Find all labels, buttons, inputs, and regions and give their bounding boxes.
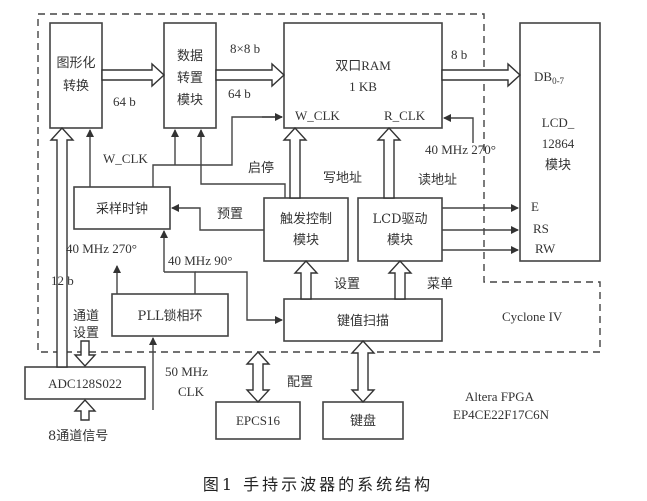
label-w-clk: W_CLK: [103, 151, 148, 166]
label-cyclone-iv: Cyclone IV: [502, 309, 563, 324]
bus-arrow-8ch-input: [73, 398, 97, 421]
bus-arrow-setting: [293, 259, 319, 300]
label-setting: 设置: [334, 277, 360, 292]
epcs16-block: [215, 401, 301, 440]
keyboard-block: [322, 401, 404, 440]
bus-arrow-ram-to-lcd: [441, 62, 522, 88]
data-transpose-label-1: 数据: [177, 49, 203, 64]
label-40mhz-90: 40 MHz 90°: [168, 253, 232, 268]
ram-w-clk-port: W_CLK: [295, 108, 340, 123]
label-8x8b: 8×8 b: [230, 41, 260, 56]
label-start-stop: 启停: [248, 160, 274, 176]
data-transpose-block: [163, 22, 217, 129]
ram-r-clk-port: R_CLK: [384, 108, 426, 123]
bus-arrow-transpose-to-ram: [215, 62, 286, 88]
label-50mhz: 50 MHz: [165, 364, 208, 379]
label-clk: CLK: [178, 384, 205, 399]
lcd-rs-port: RS: [533, 221, 549, 236]
label-12b: 12 b: [51, 273, 74, 288]
data-transpose-label-3: 模块: [177, 93, 203, 108]
lcd-db-port: DB0-7: [534, 69, 565, 86]
label-8b: 8 b: [451, 47, 467, 62]
trigger-control-label-1: 触发控制: [280, 211, 332, 227]
label-8-channel-signal: 8通道信号: [48, 429, 108, 444]
label-menu: 菜单: [427, 277, 453, 292]
bus-arrow-keyboard-bidir: [350, 339, 376, 404]
lcd-driver-block: [357, 197, 443, 262]
epcs16-label: EPCS16: [236, 413, 281, 428]
label-channel-setting-1: 通道: [73, 309, 99, 324]
figure-caption: 图1 手持示波器的系统结构: [203, 475, 433, 494]
sample-clock-label: 采样时钟: [96, 201, 148, 217]
adc-block: [24, 366, 146, 400]
lcd-e-port: E: [531, 199, 539, 214]
graphic-conversion-label-2: 转换: [63, 79, 89, 94]
dual-port-ram-block: [283, 22, 443, 129]
label-config: 配置: [287, 375, 313, 390]
adc-label: ADC128S022: [48, 376, 122, 391]
label-channel-setting-2: 设置: [73, 326, 99, 341]
graphic-conversion-label-1: 图形化: [56, 56, 95, 71]
keyboard-label: 键盘: [350, 413, 376, 429]
label-read-address: 读地址: [418, 173, 457, 188]
lcd-driver-label-1: LCD驱动: [372, 212, 427, 227]
dual-port-ram-size: 1 KB: [349, 79, 377, 94]
data-transpose-label-2: 转置: [177, 71, 203, 86]
fpga-boundary: [37, 13, 601, 353]
bus-arrow-write-address: [282, 126, 308, 199]
label-64b-2: 64 b: [228, 86, 251, 101]
trigger-control-label-2: 模块: [293, 233, 319, 248]
trigger-control-block: [263, 197, 349, 262]
lcd-label-2: 12864: [542, 136, 575, 151]
lcd-label-1: LCD_: [542, 115, 575, 130]
bus-arrow-12b-adc: [49, 126, 75, 368]
sample-clock-block: [73, 186, 171, 230]
label-fpga-1: Altera FPGA: [465, 389, 535, 404]
graphic-conversion-block: [49, 22, 103, 129]
lcd-driver-label-2: 模块: [387, 233, 413, 248]
label-fpga-2: EP4CE22F17C6N: [453, 407, 550, 422]
bus-arrow-graphic-to-transpose: [101, 62, 166, 88]
wire-wclk-bus: [152, 116, 282, 187]
label-write-address: 写地址: [323, 171, 362, 186]
key-scan-block: [283, 298, 443, 342]
bus-arrow-menu: [387, 259, 413, 300]
key-scan-label: 键值扫描: [337, 313, 389, 329]
wire-pll-90: [164, 271, 196, 294]
bus-arrow-channel-setting: [73, 340, 97, 368]
lcd-label-3: 模块: [545, 158, 571, 173]
pll-label: PLL锁相环: [137, 308, 202, 324]
bus-arrow-config-bidir: [245, 350, 271, 404]
dual-port-ram-label: 双口RAM: [335, 58, 391, 73]
lcd-12864-block: [519, 22, 601, 262]
lcd-rw-port: RW: [535, 241, 556, 256]
label-40mhz-270-right: 40 MHz 270°: [425, 142, 496, 157]
wire-start-stop: [197, 129, 286, 198]
label-64b-1: 64 b: [113, 94, 136, 109]
bus-arrow-read-address: [376, 126, 402, 199]
pll-block: [111, 293, 229, 337]
label-40mhz-270-left: 40 MHz 270°: [66, 241, 137, 256]
wire-preset: [171, 204, 264, 231]
wire-40mhz-270-rclk: [443, 114, 474, 143]
wire-pll-90-to-keyscan: [195, 271, 283, 324]
label-preset: 预置: [217, 207, 243, 222]
